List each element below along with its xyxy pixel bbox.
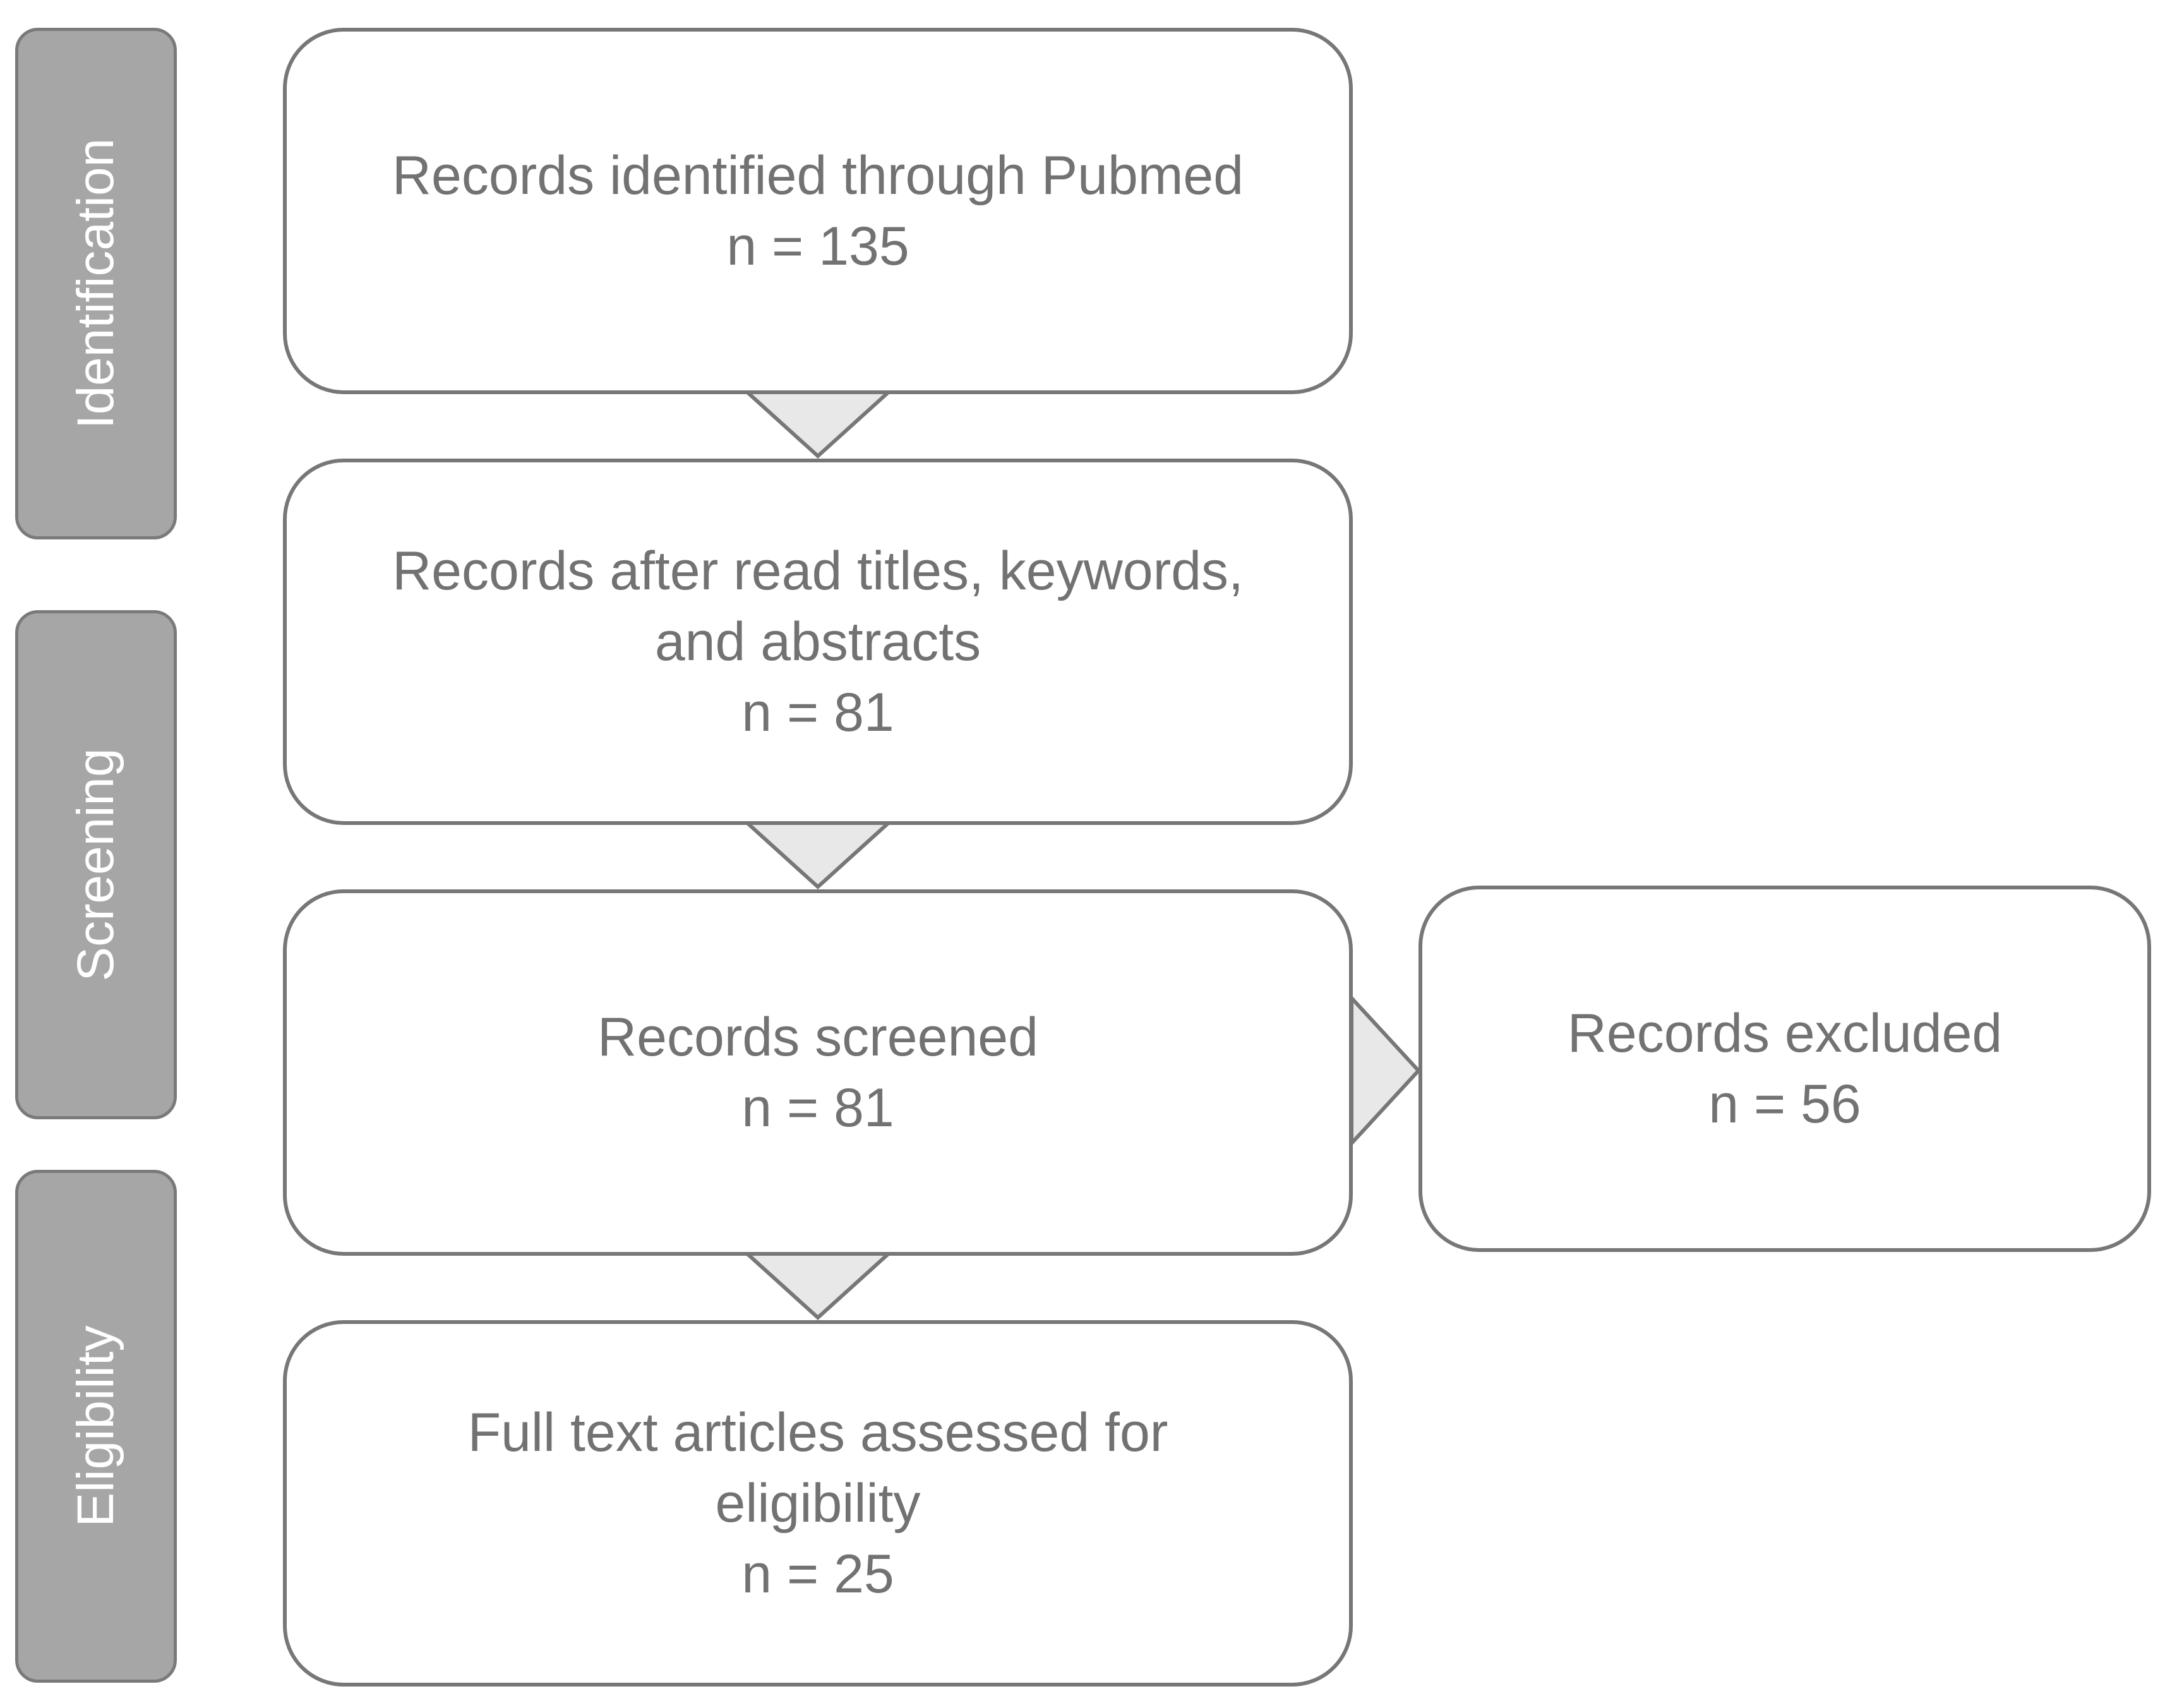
phase-eligibility: Eligibility	[15, 1170, 177, 1683]
box-records-identified-count: n = 135	[726, 216, 909, 277]
box-full-text-articles-text: Full text articles assessed for	[467, 1402, 1168, 1463]
box-full-text-articles-count: n = 25	[741, 1544, 894, 1604]
box-records-excluded: Records excluded n = 56	[1418, 886, 2151, 1252]
box-records-after-read-count: n = 81	[741, 682, 894, 743]
box-records-identified: Records identified through Pubmed n = 13…	[283, 28, 1353, 394]
box-records-after-read-text: Records after read titles, keywords,	[392, 541, 1244, 601]
arrow-right	[1350, 993, 1422, 1148]
phase-screening: Screening	[15, 610, 177, 1119]
box-records-after-read-text-2: and abstracts	[654, 611, 981, 672]
box-records-screened-count: n = 81	[741, 1078, 894, 1138]
box-records-excluded-text: Records excluded	[1567, 1003, 2003, 1064]
box-full-text-articles-text-2: eligibility	[715, 1473, 921, 1534]
box-records-excluded-count: n = 56	[1708, 1074, 1861, 1134]
box-records-identified-text: Records identified through Pubmed	[392, 145, 1244, 206]
phase-identification: Identification	[15, 28, 177, 539]
arrow-down-2	[740, 819, 896, 890]
box-records-after-read: Records after read titles, keywords, and…	[283, 459, 1353, 825]
arrow-down-3	[740, 1250, 896, 1321]
arrow-down-1	[740, 388, 896, 459]
box-full-text-articles: Full text articles assessed for eligibil…	[283, 1320, 1353, 1687]
box-records-screened: Records screened n = 81	[283, 889, 1353, 1256]
box-records-screened-text: Records screened	[597, 1007, 1038, 1068]
